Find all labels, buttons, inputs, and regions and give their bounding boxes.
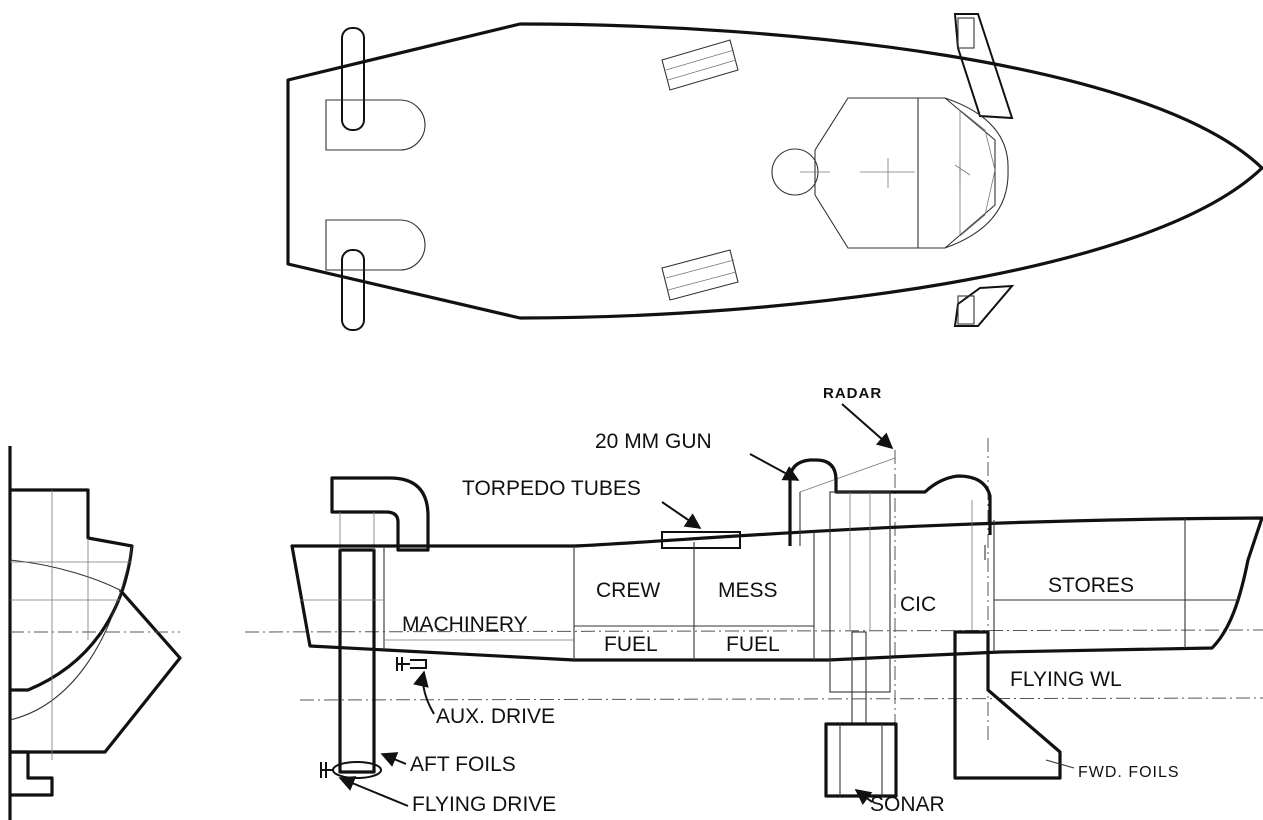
label-aux-drive: AUX. DRIVE — [436, 705, 555, 728]
label-mess: MESS — [718, 579, 778, 602]
radar-arrow — [841, 403, 894, 450]
aux-drive-arrow — [413, 670, 435, 715]
plan-hull — [286, 22, 1263, 320]
fwd-foil-strut — [953, 630, 1062, 780]
side-hull — [290, 516, 1263, 662]
flying-waterline — [299, 697, 1263, 701]
plan-fwd-foil-starboard-root — [957, 295, 975, 325]
gun-arrow — [749, 453, 800, 481]
label-fuel-1: FUEL — [604, 633, 658, 656]
label-fwd-foils: FWD. FOILS — [1078, 764, 1180, 781]
side-torpedo-tubes — [661, 531, 741, 549]
label-flying-drive: FLYING DRIVE — [412, 793, 556, 816]
plan-aft-foil-strut-port — [341, 27, 365, 131]
label-stores: STORES — [1048, 574, 1134, 597]
label-crew: CREW — [596, 579, 660, 602]
plan-torpedo-tube-starboard — [661, 249, 739, 301]
label-20mm-gun: 20 MM GUN — [595, 430, 712, 453]
label-machinery: MACHINERY — [402, 613, 528, 636]
plan-view — [286, 13, 1263, 331]
side-elevation: RADAR 20 MM GUN TORPEDO TUBES MACHINERY … — [244, 385, 1263, 816]
plan-aft-foil-strut-starboard — [341, 249, 365, 331]
plan-aft-hatch-starboard — [325, 219, 426, 271]
end-view — [8, 446, 182, 820]
label-cic: CIC — [900, 593, 936, 616]
static-waterline — [244, 629, 1263, 633]
aft-foils-arrow — [380, 752, 407, 767]
sonar-arrow — [854, 789, 873, 806]
fwd-foils-arrow — [1045, 759, 1075, 769]
plan-aft-hatch-port — [325, 99, 426, 151]
aft-drive-strut — [320, 476, 430, 779]
label-radar: RADAR — [823, 385, 882, 402]
plan-torpedo-tube-port — [661, 39, 739, 91]
end-view-hull — [10, 488, 134, 692]
plan-fwd-foil-starboard — [953, 284, 1015, 327]
label-flying-wl: FLYING WL — [1010, 668, 1122, 691]
label-fuel-2: FUEL — [726, 633, 780, 656]
end-view-foil-stub — [10, 750, 54, 797]
sonar-strut — [824, 491, 898, 798]
torpedo-arrow — [661, 501, 702, 529]
label-torpedo-tubes: TORPEDO TUBES — [462, 477, 641, 500]
label-aft-foils: AFT FOILS — [410, 753, 516, 776]
side-superstructure — [788, 458, 992, 546]
plan-fwd-foil-port-root — [957, 17, 975, 49]
label-sonar: SONAR — [870, 793, 945, 816]
aux-drive — [396, 657, 427, 671]
sonar-dome — [824, 722, 898, 798]
plan-superstructure — [771, 97, 1009, 249]
flying-drive-arrow — [338, 776, 409, 807]
